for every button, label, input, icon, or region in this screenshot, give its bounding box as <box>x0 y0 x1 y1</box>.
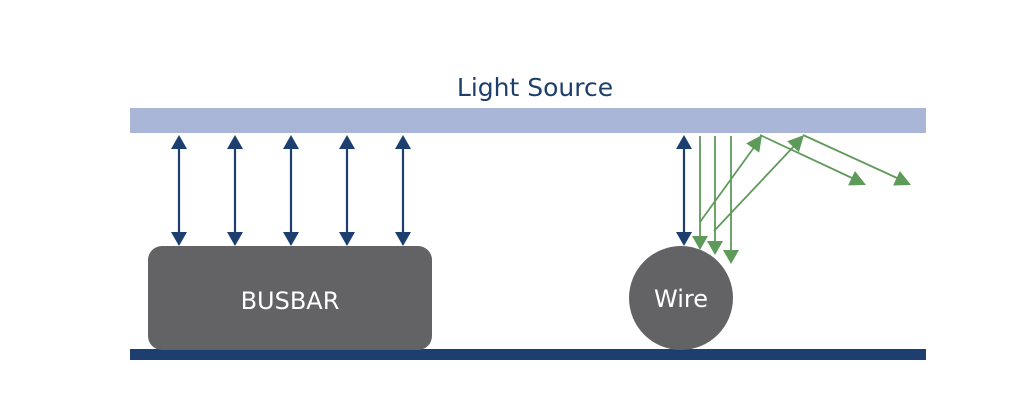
arrowhead-down-icon <box>707 241 723 255</box>
arrowhead-icon <box>893 171 911 186</box>
wire-label: Wire <box>654 285 708 313</box>
scattered-ray <box>692 134 866 250</box>
arrowhead-icon <box>746 135 762 153</box>
busbar-block <box>148 246 432 350</box>
arrowhead-up-icon <box>676 135 692 149</box>
busbar-label: BUSBAR <box>241 287 340 315</box>
wire-scattered-light-rays <box>692 134 911 264</box>
ray-segment <box>713 143 797 232</box>
arrowhead-down-icon <box>339 232 355 246</box>
ray-segment <box>759 134 853 179</box>
arrowhead-up-icon <box>171 135 187 149</box>
double-arrow <box>283 135 299 246</box>
arrowhead-up-icon <box>395 135 411 149</box>
arrowhead-up-icon <box>283 135 299 149</box>
arrowhead-down-icon <box>692 236 708 250</box>
arrowhead-up-icon <box>227 135 243 149</box>
wire-direct-reflection-arrows <box>676 135 692 246</box>
arrowhead-down-icon <box>283 232 299 246</box>
arrowhead-down-icon <box>395 232 411 246</box>
double-arrow <box>339 135 355 246</box>
scattered-ray <box>707 134 911 255</box>
arrowhead-down-icon <box>227 232 243 246</box>
light-source-bar <box>130 108 926 133</box>
arrowhead-icon <box>787 135 804 153</box>
arrowhead-down-icon <box>723 250 739 264</box>
substrate-bar <box>130 349 926 360</box>
arrowhead-up-icon <box>339 135 355 149</box>
arrowhead-down-icon <box>171 232 187 246</box>
arrowhead-icon <box>848 170 866 186</box>
arrowhead-down-icon <box>676 232 692 246</box>
scattered-ray <box>723 136 739 264</box>
double-arrow <box>676 135 692 246</box>
double-arrow <box>227 135 243 246</box>
light-source-title: Light Source <box>457 73 613 102</box>
ray-segment <box>802 134 898 179</box>
wire-circle <box>629 246 733 350</box>
double-arrow <box>395 135 411 246</box>
double-arrow <box>171 135 187 246</box>
ray-segment <box>699 145 756 223</box>
busbar-reflection-arrows <box>171 135 411 246</box>
